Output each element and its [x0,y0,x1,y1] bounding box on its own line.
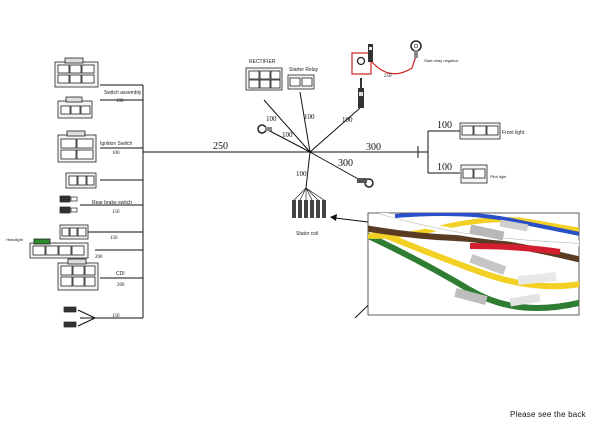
label-rear-brake-switch: Rear brake switch [92,200,132,206]
label-rectifier: RECTIFIER [249,59,276,65]
length-gear: 200 [95,255,103,260]
ring-terminal-icon [357,178,374,188]
length-relay-wire: 250 [384,74,392,79]
length-cdi: 200 [117,283,125,288]
stator-wire-bundle [293,187,325,201]
switch-connector-top [54,57,99,88]
length-ignition: 100 [112,151,120,156]
cdi-connector [57,258,99,291]
ring-terminal-icon [356,56,366,66]
length-main-trunk: 250 [213,141,228,152]
bottom-bullets [63,306,77,328]
length-small-ring: 100 [282,131,293,139]
right-connector-top [459,122,501,140]
footer-note: Please see the back [510,410,586,419]
length-stator: 100 [296,170,307,178]
headlight-connector [29,238,89,259]
length-bottom: 150 [112,314,120,319]
brake-connector [59,224,89,240]
relay-highlight-box [351,52,372,75]
wire-trunk [77,84,460,327]
starter-relay-connector [287,74,315,90]
rectifier-connector [245,67,283,91]
ring-terminal-icon [257,124,272,134]
label-start-relay-negative: Start relay negative [424,58,459,63]
label-cdi: CDI [116,271,125,277]
ring-terminal-icon [410,40,422,58]
label-pilot-light: Pilot light [490,174,507,179]
length-headlight: 150 [110,236,118,241]
length-front: 100 [342,116,353,124]
bullet-connector-pair [59,195,78,214]
label-ignition-switch: Ignition Switch [100,141,132,147]
length-starter-relay: 100 [304,113,315,121]
label-switch-assembly: Switch assembly [104,90,142,96]
label-stator-coil: Stator coil [296,231,318,237]
small-connector [65,172,97,189]
length-right-bottom: 100 [437,162,452,173]
label-front-light: Front light [502,130,525,136]
length-rectifier: 100 [266,115,277,123]
relay-red-wire [371,55,417,75]
length-diag-down: 300 [338,158,353,169]
stator-pins [292,200,326,218]
switch-connector-bottom [57,96,93,119]
wire-photo-inset [367,212,580,316]
fuse-holder-icon [358,78,364,108]
right-connector-bottom [460,164,488,184]
label-starter-relay: Starter Relay [289,67,319,73]
length-right-top: 100 [437,120,452,131]
callout-arrowhead [330,214,337,221]
label-headlight: Headlight [6,237,24,242]
length-right-trunk: 300 [366,142,381,153]
length-switch: 100 [116,99,124,104]
length-brake: 150 [112,210,120,215]
relay-icon [368,44,373,62]
ignition-connector [57,130,97,163]
